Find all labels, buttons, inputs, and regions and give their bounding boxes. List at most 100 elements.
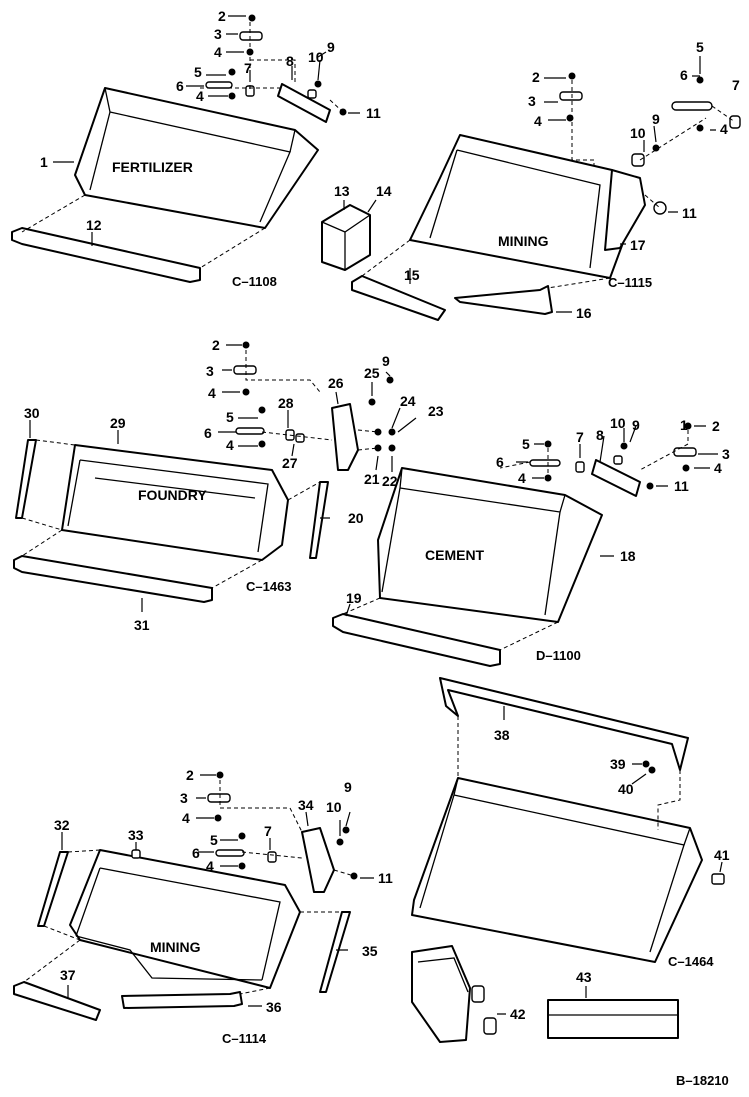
mining-top-hardware xyxy=(559,72,741,215)
callout-7: 7 xyxy=(576,429,584,445)
bucket-name-mining-top: MINING xyxy=(498,233,549,249)
callout-3: 3 xyxy=(180,790,188,806)
mining-tooth-bar-15 xyxy=(351,275,446,321)
cement-bucket xyxy=(377,467,603,623)
callout-33: 33 xyxy=(128,827,144,843)
callout-35: 35 xyxy=(362,943,378,959)
mining-bottom-hardware xyxy=(207,771,358,880)
mining-tooth-bar-37 xyxy=(13,981,101,1021)
callout-9: 9 xyxy=(652,111,660,127)
figure-ref-d1100: D–1100 xyxy=(536,648,581,663)
mining-tooth-bar-16 xyxy=(454,285,553,315)
cement-cutting-edge-19 xyxy=(332,613,501,667)
callout-5: 5 xyxy=(194,64,202,80)
bucket-name-cement: CEMENT xyxy=(425,547,485,563)
figure-ref-c1463: C–1463 xyxy=(246,579,292,594)
callout-10: 10 xyxy=(630,125,646,141)
callout-6: 6 xyxy=(204,425,212,441)
cement-mount-bracket-8 xyxy=(591,459,641,497)
callout-2: 2 xyxy=(218,8,226,24)
callout-23: 23 xyxy=(428,403,444,419)
mining-tooth-adapter-34 xyxy=(301,827,335,893)
callout-3: 3 xyxy=(214,26,222,42)
figure-ref-c1464: C–1464 xyxy=(668,954,714,969)
callout-13: 13 xyxy=(334,183,350,199)
callout-7: 7 xyxy=(732,77,740,93)
utility-tooth-shank-42 xyxy=(411,945,471,1043)
callout-2: 2 xyxy=(186,767,194,783)
bucket-name-foundry: FOUNDRY xyxy=(138,487,207,503)
callout-42: 42 xyxy=(510,1006,526,1022)
callout-4: 4 xyxy=(720,121,728,137)
callout-2: 2 xyxy=(712,418,720,434)
callout-12: 12 xyxy=(86,217,102,233)
callout-4: 4 xyxy=(214,44,222,60)
mining-tooth-bar-36 xyxy=(121,991,243,1009)
callout-5: 5 xyxy=(226,409,234,425)
callout-30: 30 xyxy=(24,405,40,421)
callout-7: 7 xyxy=(264,823,272,839)
mining-bucket-top-group: 2 3 4 5 6 7 4 9 10 11 13 14 15 16 17 MIN… xyxy=(321,39,741,321)
utility-hardware xyxy=(642,760,725,885)
callout-4: 4 xyxy=(714,460,722,476)
callout-1: 1 xyxy=(40,154,48,170)
fertilizer-cutting-edge xyxy=(11,227,201,283)
callout-4: 4 xyxy=(182,810,190,826)
mining-bucket-bottom-group: 2 3 4 5 6 4 7 9 10 34 11 32 33 35 36 37 … xyxy=(13,767,393,1046)
foundry-side-plate-30 xyxy=(15,439,37,519)
mining-side-plate-17 xyxy=(604,169,646,251)
callout-11: 11 xyxy=(674,478,689,494)
callout-3: 3 xyxy=(206,363,214,379)
callout-43: 43 xyxy=(576,969,592,985)
callout-5: 5 xyxy=(210,832,218,848)
callout-37: 37 xyxy=(60,967,76,983)
callout-36: 36 xyxy=(266,999,282,1015)
fertilizer-bucket xyxy=(74,87,319,229)
foundry-side-plate-20 xyxy=(309,481,329,559)
callout-9: 9 xyxy=(344,779,352,795)
callout-5: 5 xyxy=(696,39,704,55)
cement-hardware xyxy=(499,422,697,490)
callout-15: 15 xyxy=(404,267,420,283)
mining-side-plate-35 xyxy=(319,911,351,993)
callout-34: 34 xyxy=(298,797,314,813)
foundry-bucket-group: 2 3 4 5 6 4 9 25 26 28 24 23 27 21 22 20… xyxy=(13,337,444,633)
fertilizer-bucket-group: 1 2 3 4 5 6 4 7 8 9 10 11 12 FERTILIZER … xyxy=(11,8,381,289)
sheet-reference: B–18210 xyxy=(676,1073,729,1088)
callout-6: 6 xyxy=(192,845,200,861)
callout-16: 16 xyxy=(576,305,592,321)
callout-40: 40 xyxy=(618,781,634,797)
callout-11: 11 xyxy=(378,870,393,886)
callout-5: 5 xyxy=(522,436,530,452)
bucket-name-mining-bottom: MINING xyxy=(150,939,201,955)
callout-22: 22 xyxy=(382,473,398,489)
callout-24: 24 xyxy=(400,393,416,409)
callout-4: 4 xyxy=(196,88,204,104)
callout-10: 10 xyxy=(610,415,626,431)
bucket-name-fertilizer: FERTILIZER xyxy=(112,159,193,175)
figure-ref-c1108: C–1108 xyxy=(232,274,277,289)
callout-3: 3 xyxy=(722,446,730,462)
utility-top-guard-38 xyxy=(439,677,689,771)
callout-19: 19 xyxy=(346,590,362,606)
callout-20: 20 xyxy=(348,510,364,526)
callout-2: 2 xyxy=(532,69,540,85)
callout-6: 6 xyxy=(496,454,504,470)
callout-10: 10 xyxy=(308,49,324,65)
callout-29: 29 xyxy=(110,415,126,431)
callout-41: 41 xyxy=(714,847,730,863)
callout-7: 7 xyxy=(244,60,252,76)
callout-4: 4 xyxy=(534,113,542,129)
callout-38: 38 xyxy=(494,727,510,743)
callout-11: 11 xyxy=(682,205,697,221)
figure-ref-c1114: C–1114 xyxy=(222,1031,267,1046)
utility-bucket-group: 38 39 40 41 42 43 C–1464 xyxy=(411,677,730,1043)
callout-3: 3 xyxy=(528,93,536,109)
callout-25: 25 xyxy=(364,365,380,381)
callout-14: 14 xyxy=(376,183,392,199)
callout-9: 9 xyxy=(632,417,640,433)
callout-31: 31 xyxy=(134,617,150,633)
foundry-hardware xyxy=(233,341,396,452)
callout-8: 8 xyxy=(286,53,294,69)
